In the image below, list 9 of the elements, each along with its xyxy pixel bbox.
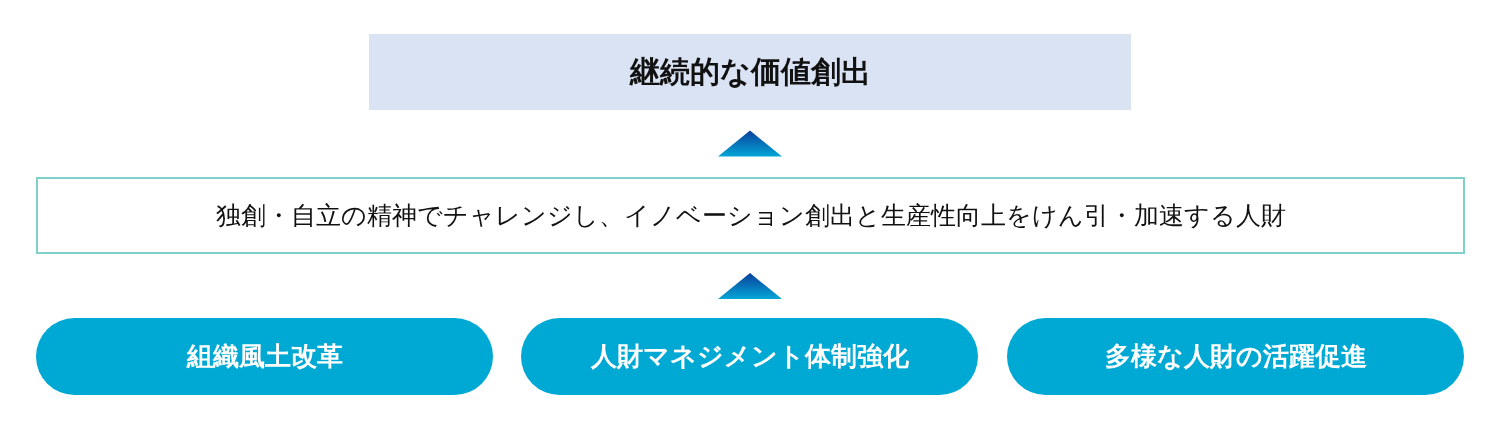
goal-box	[369, 34, 1131, 110]
initiative-label: 多様な人財の活躍促進	[1104, 340, 1367, 373]
statement-text: 独創・自立の精神でチャレンジし、イノベーション創出と生産性向上をけん引・加速する人財	[215, 200, 1286, 232]
statement-box	[36, 177, 1465, 254]
chevron-arrow	[718, 130, 782, 157]
goal-text: 継続的な価値創出	[629, 52, 871, 91]
chevron-arrow	[718, 273, 782, 299]
initiative-label: 人財マネジメント体制強化	[590, 340, 909, 373]
initiative-label: 組織風土改革	[186, 340, 343, 373]
